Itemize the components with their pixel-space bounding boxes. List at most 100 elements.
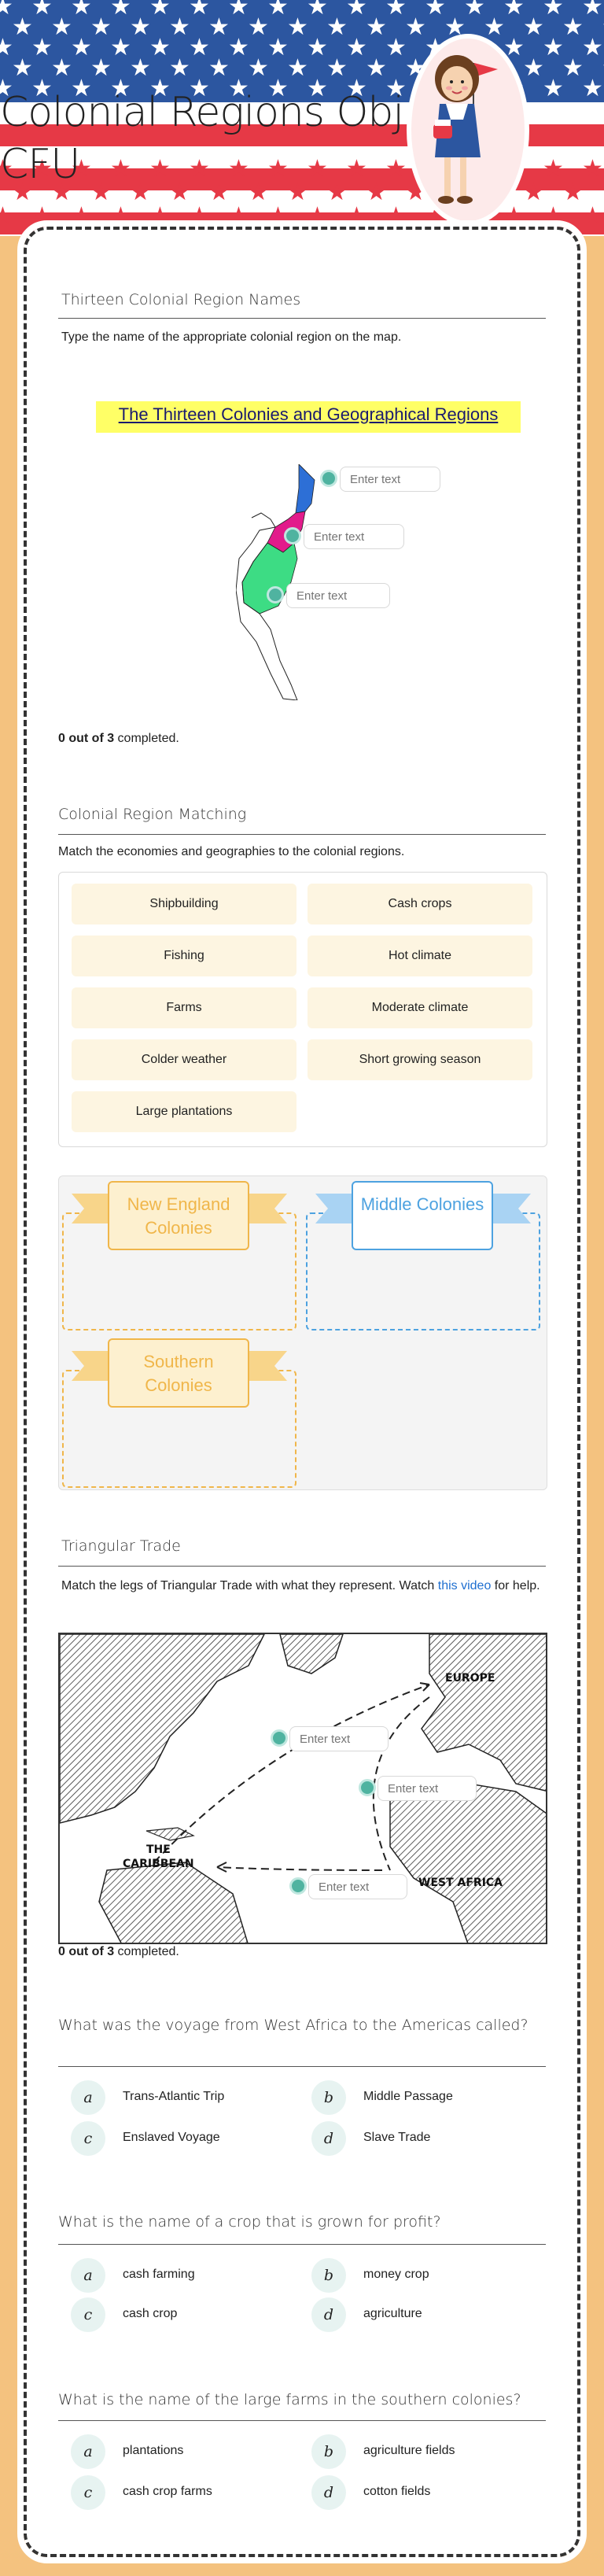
trade-leg-input-1[interactable] (289, 1726, 389, 1751)
map-pin-3[interactable] (267, 586, 284, 603)
star-icon: ★ (267, 0, 289, 20)
star-icon: ★ (71, 0, 92, 20)
answer-option-3d[interactable]: d cotton fields (304, 2475, 524, 2510)
section-divider (58, 1566, 546, 1567)
trade-leg-input-2[interactable] (378, 1776, 477, 1801)
star-icon: ★ (51, 13, 72, 41)
matching-item-pool: Shipbuilding Cash crops Fishing Hot clim… (58, 872, 547, 1147)
star-icon: ★ (71, 202, 92, 230)
star-icon: ★ (326, 13, 348, 41)
star-icon: ★ (326, 179, 348, 206)
trade-leg-input-3[interactable] (308, 1874, 407, 1899)
match-chip-fishing[interactable]: Fishing (72, 936, 296, 976)
star-icon: ★ (267, 202, 289, 230)
star-icon: ★ (169, 13, 190, 41)
star-icon: ★ (582, 202, 603, 230)
greenland-landmass (279, 1634, 344, 1674)
trade-pin-2[interactable] (359, 1779, 376, 1796)
mascot-illustration (407, 34, 529, 226)
star-icon: ★ (130, 13, 151, 41)
question-divider (58, 2244, 546, 2245)
region-name-input-3[interactable] (286, 583, 390, 608)
thirteen-colonies-map (236, 464, 315, 700)
match-chip-large-plantations[interactable]: Large plantations (72, 1091, 296, 1132)
trade-pin-3[interactable] (289, 1877, 307, 1895)
star-icon: ★ (228, 0, 249, 20)
option-letter: b (311, 2434, 346, 2469)
star-icon: ★ (582, 34, 603, 61)
star-icon: ★ (110, 202, 131, 230)
question-divider (58, 2420, 546, 2421)
match-chip-moderate-climate[interactable]: Moderate climate (308, 987, 532, 1028)
star-icon: ★ (602, 181, 604, 205)
star-icon: ★ (110, 155, 131, 183)
region-name-input-2[interactable] (304, 524, 404, 549)
star-icon: ★ (208, 179, 230, 206)
match-chip-farms[interactable]: Farms (72, 987, 296, 1028)
star-icon: ★ (543, 0, 564, 20)
star-icon: ★ (110, 0, 131, 20)
route-americas-to-europe (153, 1684, 430, 1863)
region-name-input-1[interactable] (340, 467, 440, 492)
option-letter: d (311, 2297, 346, 2332)
section-divider (58, 318, 546, 319)
option-letter: a (71, 2258, 105, 2293)
star-icon: ★ (31, 155, 53, 183)
page-title: Colonial Regions Obj. CFU (0, 89, 416, 188)
match-chip-shipbuilding[interactable]: Shipbuilding (72, 884, 296, 924)
star-icon: ★ (267, 34, 289, 61)
star-icon: ★ (385, 202, 407, 230)
map-label-the: THE (146, 1843, 171, 1856)
video-link[interactable]: this video (437, 1579, 492, 1592)
option-text: cotton fields (363, 2485, 431, 2498)
instructions-matching: Match the economies and geographies to t… (58, 845, 405, 858)
zone-label-new-england: New England Colonies (108, 1181, 249, 1250)
star-icon: ★ (130, 179, 151, 206)
star-icon: ★ (169, 54, 190, 82)
star-icon: ★ (71, 34, 92, 61)
match-chip-hot-climate[interactable]: Hot climate (308, 936, 532, 976)
trade-pin-1[interactable] (271, 1729, 288, 1747)
match-chip-short-growing-season[interactable]: Short growing season (308, 1039, 532, 1080)
star-icon: ★ (228, 155, 249, 183)
star-icon: ★ (464, 0, 485, 20)
section-heading-region-names: Thirteen Colonial Region Names (61, 291, 301, 308)
option-text: Middle Passage (363, 2090, 453, 2103)
question-3: What is the name of the large farms in t… (58, 2391, 521, 2408)
star-icon: ★ (110, 34, 131, 61)
star-icon: ★ (71, 155, 92, 183)
answer-option-2a[interactable]: a cash farming (63, 2258, 283, 2293)
match-chip-colder-weather[interactable]: Colder weather (72, 1039, 296, 1080)
section-heading-triangular-trade: Triangular Trade (61, 1537, 181, 1555)
match-chip-cash-crops[interactable]: Cash crops (308, 884, 532, 924)
star-icon: ★ (484, 13, 505, 41)
star-icon: ★ (503, 34, 525, 61)
map-pin-1[interactable] (320, 470, 337, 487)
star-icon: ★ (31, 34, 53, 61)
option-text: plantations (123, 2444, 184, 2457)
star-icon: ★ (307, 0, 328, 20)
star-icon: ★ (523, 13, 544, 41)
star-icon: ★ (189, 202, 210, 230)
map-pin-2[interactable] (284, 527, 301, 544)
map-title: The Thirteen Colonies and Geographical R… (118, 404, 499, 424)
option-text: cash farming (123, 2268, 195, 2281)
zone-label-middle: Middle Colonies (352, 1181, 493, 1250)
option-text: Trans-Atlantic Trip (123, 2090, 225, 2103)
star-icon: ★ (503, 0, 525, 20)
option-letter: d (311, 2475, 346, 2510)
instructions-triangular-trade: Match the legs of Triangular Trade with … (61, 1579, 540, 1592)
star-icon: ★ (366, 179, 387, 206)
star-icon: ★ (346, 34, 367, 61)
star-icon: ★ (346, 155, 367, 183)
